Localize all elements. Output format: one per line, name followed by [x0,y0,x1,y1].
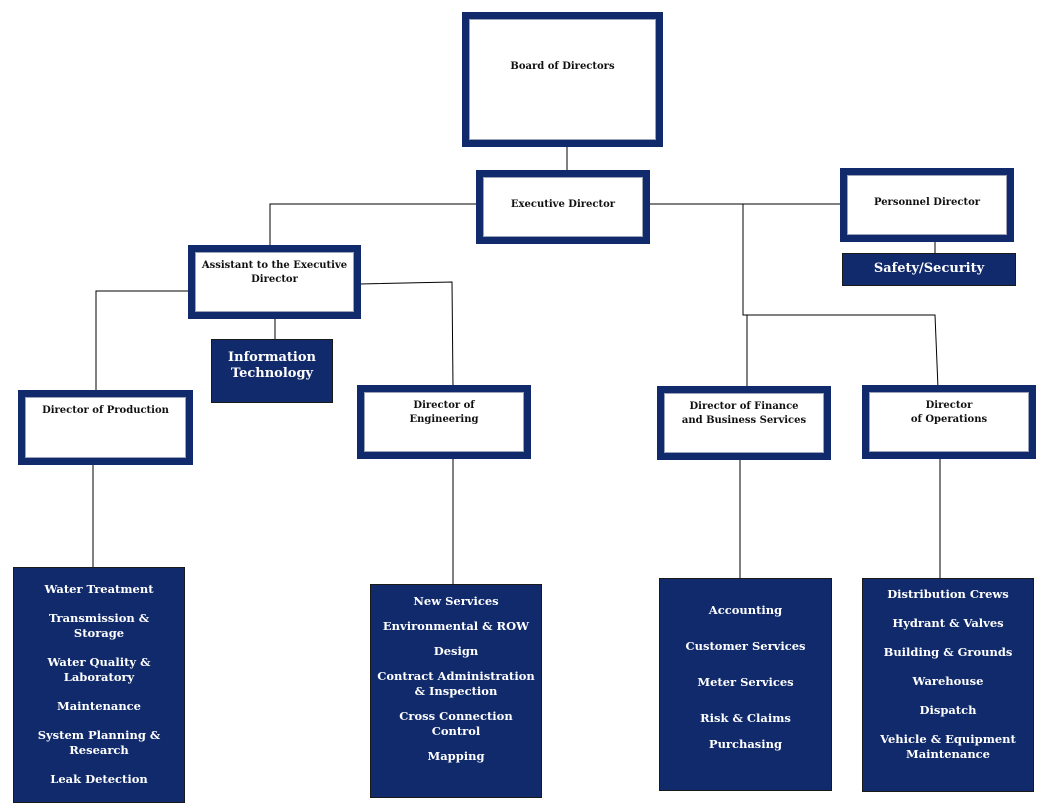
finance-units-box: Accounting Customer Services Meter Servi… [659,578,832,791]
connector-assistant-production [95,290,188,391]
personnel-director-box: Personnel Director [840,168,1014,242]
list-item: Hydrant & Valves [892,616,1004,630]
list-item: Building & Grounds [883,645,1013,659]
safety-security-label: Safety/Security [873,261,985,276]
list-item: Vehicle & Equipment Maintenance [880,732,1016,761]
list-item: System Planning & Research [37,728,161,757]
director-engineering-box: Director of Engineering [357,385,531,459]
connector-exec-finance [742,204,748,388]
personnel-director-label: Personnel Director [847,175,1007,235]
list-item: Warehouse [912,674,984,688]
list-item: Meter Services [697,675,794,689]
list-item: Maintenance [56,699,142,713]
list-item: Customer Services [685,639,806,653]
list-item: Purchasing [708,737,783,751]
safety-security-box: Safety/Security [842,253,1016,286]
information-technology-box: Information Technology [211,339,333,403]
list-item: Contract Administration & Inspection [377,669,535,698]
list-item: Mapping [427,749,485,763]
executive-director-label: Executive Director [483,177,643,237]
list-item: Distribution Crews [887,587,1009,601]
connector-exec-assistant [269,203,476,247]
information-technology-label: Information Technology [228,350,316,381]
engineering-units-box: New Services Environmental & ROW Design … [370,584,542,798]
list-item: Environmental & ROW [382,619,530,633]
connector-assistant-engineering [359,281,454,388]
list-item: Cross Connection Control [399,709,513,738]
list-item: Dispatch [919,703,977,717]
assistant-executive-director-box: Assistant to the Executive Director [188,245,361,319]
director-production-label: Director of Production [25,397,186,458]
board-of-directors-label: Board of Directors [469,19,656,140]
board-of-directors-box: Board of Directors [462,12,663,147]
assistant-executive-director-label: Assistant to the Executive Director [195,252,354,312]
list-item: Accounting [708,603,783,617]
director-finance-box: Director of Finance and Business Service… [657,386,831,460]
director-engineering-label: Director of Engineering [364,392,524,452]
production-units-box: Water Treatment Transmission & Storage W… [13,567,185,803]
list-item: Water Quality & Laboratory [47,655,151,684]
director-production-box: Director of Production [18,390,193,465]
list-item: Risk & Claims [700,711,791,725]
list-item: Design [433,644,479,658]
executive-director-box: Executive Director [476,170,650,244]
director-operations-label: Director of Operations [869,392,1029,452]
list-item: New Services [413,594,499,608]
director-finance-label: Director of Finance and Business Service… [664,393,824,453]
operations-units-box: Distribution Crews Hydrant & Valves Buil… [862,578,1034,792]
connector-exec-operations [747,314,939,389]
list-item: Water Treatment [44,582,154,596]
list-item: Transmission & Storage [48,611,150,640]
list-item: Leak Detection [50,772,148,786]
director-operations-box: Director of Operations [862,385,1036,459]
